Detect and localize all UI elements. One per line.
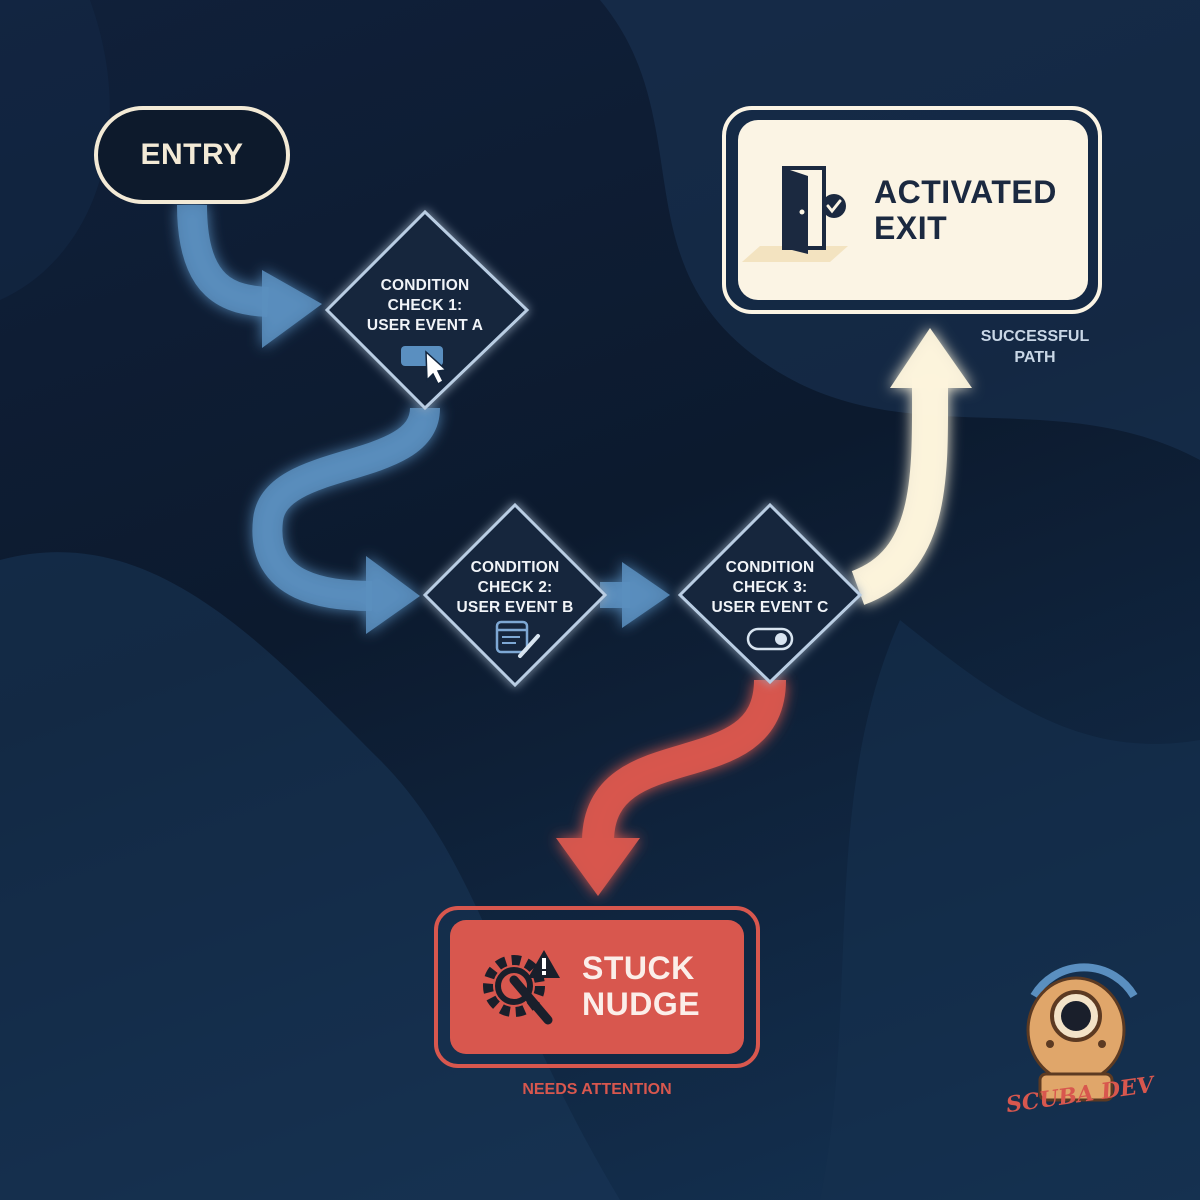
check1-label: CONDITION CHECK 1: USER EVENT A [350, 276, 500, 336]
stuck-label: STUCK NUDGE [582, 950, 732, 1022]
check3-line-1: CONDITION [725, 559, 815, 576]
exit-line-2: EXIT [874, 210, 948, 246]
success-caption-line-2: PATH [1014, 349, 1056, 366]
arrow-success-path [851, 328, 972, 605]
form-edit-icon [495, 620, 540, 658]
check3-diamond [677, 502, 863, 685]
exit-line-1: ACTIVATED [874, 174, 1057, 210]
check3-label: CONDITION CHECK 3: USER EVENT C [695, 558, 845, 618]
success-caption-line-1: SUCCESSFUL [980, 328, 1090, 345]
check2-label: CONDITION CHECK 2: USER EVENT B [440, 558, 590, 618]
check3-line-3: USER EVENT C [711, 599, 829, 616]
diving-helmet-icon [1026, 963, 1138, 1102]
check3-line-2: CHECK 3: [732, 579, 808, 596]
check1-diamond [324, 209, 530, 411]
check1-line-3: USER EVENT A [366, 317, 484, 334]
arrow-check1-to-check2 [252, 406, 440, 634]
check2-line-2: CHECK 2: [477, 579, 553, 596]
click-icon [401, 346, 448, 386]
stuck-line-1: STUCK [582, 950, 695, 986]
entry-label: ENTRY [140, 138, 244, 171]
check2-line-1: CONDITION [470, 559, 560, 576]
stuck-node [434, 906, 760, 1068]
check2-line-3: USER EVENT B [456, 599, 574, 616]
success-caption: SUCCESSFUL PATH [950, 326, 1120, 368]
entry-node [94, 106, 290, 204]
arrow-entry-to-check1 [177, 204, 322, 348]
arrow-fail-path [556, 679, 786, 896]
toggle-icon [746, 627, 794, 651]
check1-line-1: CONDITION [380, 277, 470, 294]
attention-caption: NEEDS ATTENTION [522, 1081, 672, 1098]
door-check-icon [742, 166, 848, 262]
arrow-check2-to-check3 [600, 562, 670, 628]
check1-line-2: CHECK 1: [387, 297, 463, 314]
check2-diamond [422, 502, 608, 688]
gear-wrench-warning-icon [483, 950, 560, 1025]
stuck-line-2: NUDGE [582, 986, 701, 1022]
exit-label: ACTIVATED EXIT [874, 174, 1084, 246]
